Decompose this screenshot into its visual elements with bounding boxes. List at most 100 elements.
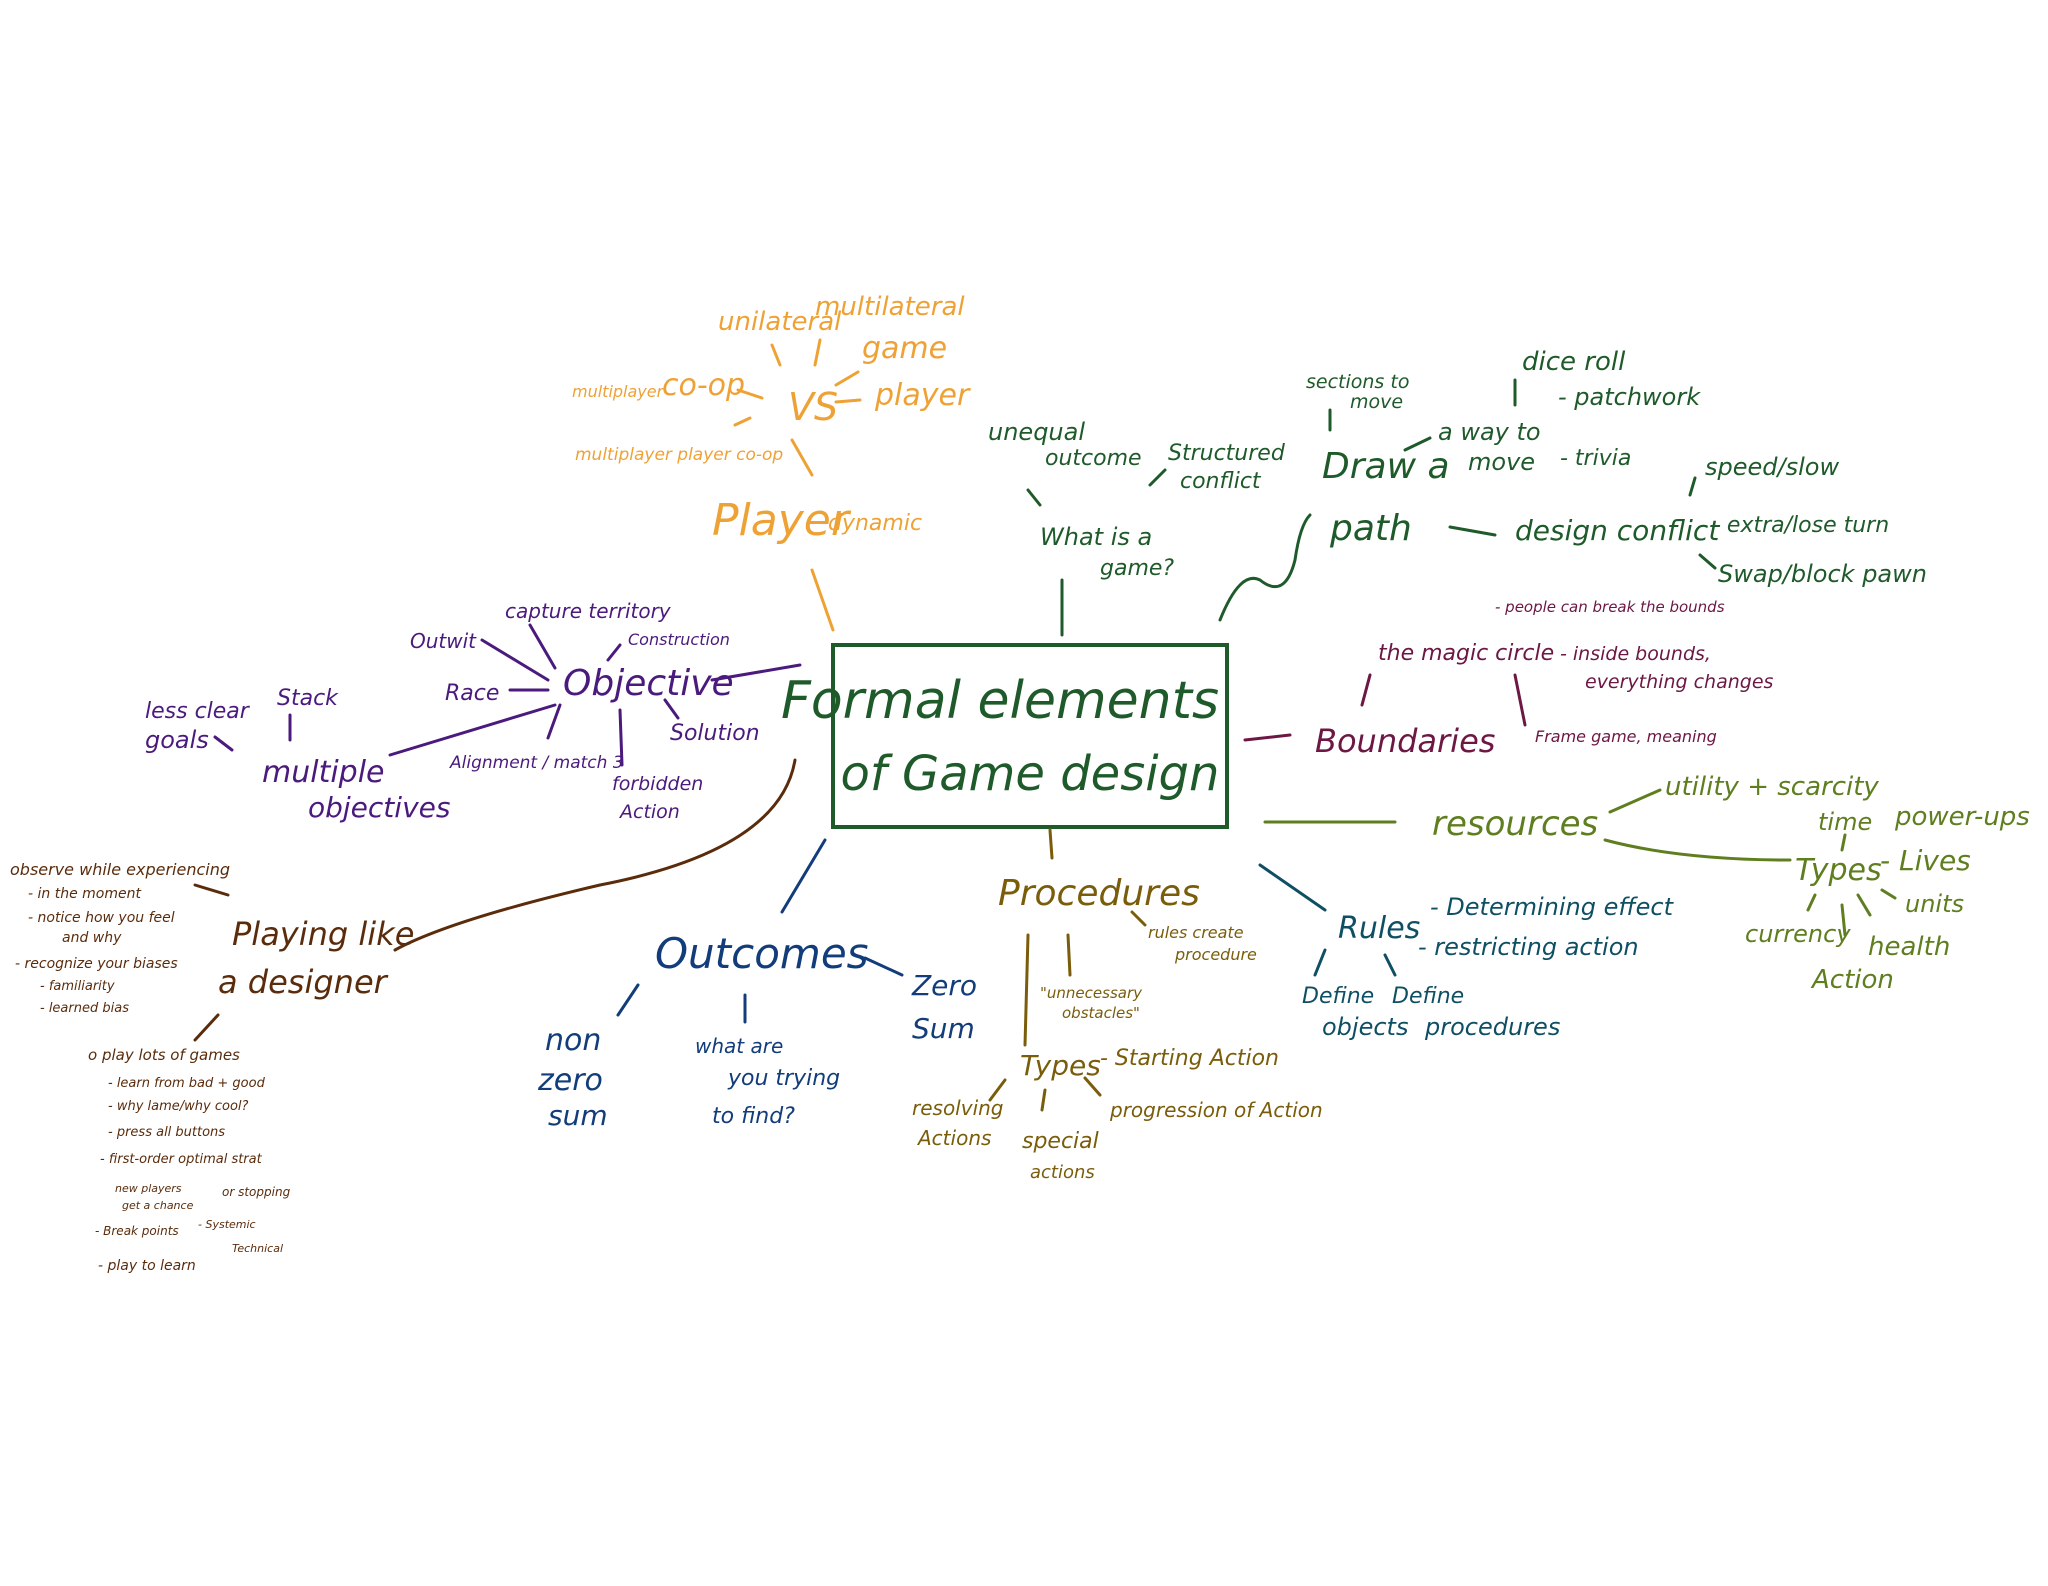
connector-game-unequal xyxy=(1026,488,1042,507)
connectors xyxy=(193,338,1897,1112)
connector-player-vs xyxy=(790,438,814,477)
node-rules: Rules xyxy=(1338,911,1420,946)
node-draw-a: Draw a xyxy=(1322,446,1450,487)
node-extra-turn: - extra/lose turn xyxy=(1712,513,1889,538)
node-zero: Zero xyxy=(911,969,977,1002)
node-player: Player xyxy=(712,495,852,546)
node-what-is-a: What is a xyxy=(1040,523,1152,551)
node-vs: VS xyxy=(788,385,838,429)
node-res-types: Types xyxy=(1795,853,1882,888)
rules-branch: Rules - Determining effect - restricting… xyxy=(1302,893,1675,1041)
connector-procedures xyxy=(1048,828,1054,860)
connector-path-way xyxy=(1403,436,1432,452)
connector-proc-rules-create xyxy=(1130,910,1147,927)
connector-vs-player xyxy=(834,398,862,404)
node-construction: Construction xyxy=(628,630,730,649)
designer-note: - Break points xyxy=(95,1224,179,1238)
connector-types-resolving xyxy=(988,1078,1007,1102)
node-non-zero-sum: sum xyxy=(548,1099,608,1132)
procedures-branch: Procedures rules create procedure "unnec… xyxy=(912,873,1323,1183)
designer-note: - why lame/why cool? xyxy=(108,1099,249,1114)
connector-outcomes-nonzero xyxy=(616,983,640,1017)
designer-note: - learn from bad + good xyxy=(108,1076,266,1091)
connector-rules-define-proc xyxy=(1383,953,1397,977)
node-define-procedures: Define xyxy=(1392,984,1464,1009)
connector-bound-magic xyxy=(1360,673,1372,707)
designer-note: - first-order optimal strat xyxy=(100,1152,263,1167)
designer-note: get a chance xyxy=(122,1199,194,1212)
node-obstacles: obstacles" xyxy=(1062,1004,1140,1022)
node-coop: co-op xyxy=(662,368,745,403)
node-special-actions: actions xyxy=(1030,1162,1095,1183)
node-capture-territory: capture territory xyxy=(505,599,672,623)
node-game: game? xyxy=(1100,556,1174,581)
node-starting-action: - Starting Action xyxy=(1100,1046,1279,1071)
connector-designer-left xyxy=(193,883,230,897)
node-rules-create: rules create xyxy=(1148,923,1244,942)
connector-types-units xyxy=(1880,888,1897,900)
connector-types-action xyxy=(1840,903,1847,937)
node-resources: resources xyxy=(1432,804,1598,844)
connector-types-special xyxy=(1040,1088,1047,1112)
node-you-trying: you trying xyxy=(727,1066,840,1091)
node-health: health xyxy=(1868,932,1950,962)
node-less-clear: less clear xyxy=(145,699,251,724)
node-outcome: outcome xyxy=(1045,446,1142,471)
node-objects: objects xyxy=(1322,1013,1408,1041)
node-a-way-to: a way to xyxy=(1438,418,1541,446)
connector-coop-multi xyxy=(733,416,752,427)
designer-note: and why xyxy=(62,930,122,946)
node-outcomes: Outcomes xyxy=(655,929,869,978)
node-multilateral: multilateral xyxy=(815,292,965,322)
node-player-word: player xyxy=(874,378,971,413)
designer-note: - in the moment xyxy=(28,886,141,902)
game-definition-branch: What is a game? unequal outcome Structur… xyxy=(988,418,1286,581)
node-solution: Solution xyxy=(670,721,760,746)
connector-vs-game xyxy=(834,370,860,387)
node-people-break: - people can break the bounds xyxy=(1495,598,1725,616)
node-to-find: to find? xyxy=(712,1104,795,1129)
node-non: non xyxy=(545,1023,601,1058)
node-race: Race xyxy=(445,681,499,706)
node-sections-to: sections to xyxy=(1306,371,1409,393)
node-currency: currency xyxy=(1745,920,1851,948)
node-multiple-objectives: objectives xyxy=(308,791,450,824)
connector-types-currency xyxy=(1806,893,1817,912)
connector-obj-alignment xyxy=(546,703,562,740)
node-rules-create-procedure: procedure xyxy=(1174,945,1257,964)
node-outwit: Outwit xyxy=(410,629,477,653)
node-inside-bounds: - inside bounds, xyxy=(1560,643,1711,665)
connector-path xyxy=(1218,513,1312,622)
node-forbidden: forbidden xyxy=(612,773,703,795)
node-unnecessary: "unnecessary xyxy=(1040,984,1143,1002)
node-determining-effect: - Determining effect xyxy=(1430,893,1675,921)
node-patchwork: - patchwork xyxy=(1558,383,1701,411)
connector-res-types xyxy=(1603,838,1792,862)
connector-vs-coop xyxy=(736,388,764,400)
connector-objective xyxy=(710,663,802,682)
node-utility-scarcity: utility + scarcity xyxy=(1665,772,1879,802)
connector-multiple-lessclear xyxy=(213,735,234,752)
node-lives: - Lives xyxy=(1880,844,1971,877)
designer-note: - Systemic xyxy=(198,1218,256,1231)
connector-rules-define-obj xyxy=(1313,948,1327,977)
node-zero-sum: Sum xyxy=(912,1012,975,1045)
connector-res-utility xyxy=(1608,788,1662,814)
path-branch: Draw a path sections to move a way to mo… xyxy=(1306,347,1927,588)
connector-design-speed xyxy=(1688,476,1697,497)
outcomes-branch: Outcomes Zero Sum non zero sum what are … xyxy=(537,929,977,1132)
designer-note: - press all buttons xyxy=(108,1125,225,1140)
node-forbidden-action: Action xyxy=(618,801,680,823)
designer-note: new players xyxy=(115,1182,182,1195)
node-procedures: Procedures xyxy=(998,873,1200,914)
node-structured: Structured xyxy=(1168,441,1286,466)
node-magic-circle: the magic circle xyxy=(1378,641,1554,666)
node-goals: goals xyxy=(145,726,209,754)
connector-obj-outwit xyxy=(480,638,550,682)
node-dice-roll: dice roll xyxy=(1522,347,1626,377)
node-playing-like: Playing like xyxy=(232,915,414,953)
designer-note: Technical xyxy=(232,1242,283,1255)
designer-note: or stopping xyxy=(222,1185,291,1199)
node-resolving: resolving xyxy=(912,1096,1004,1120)
